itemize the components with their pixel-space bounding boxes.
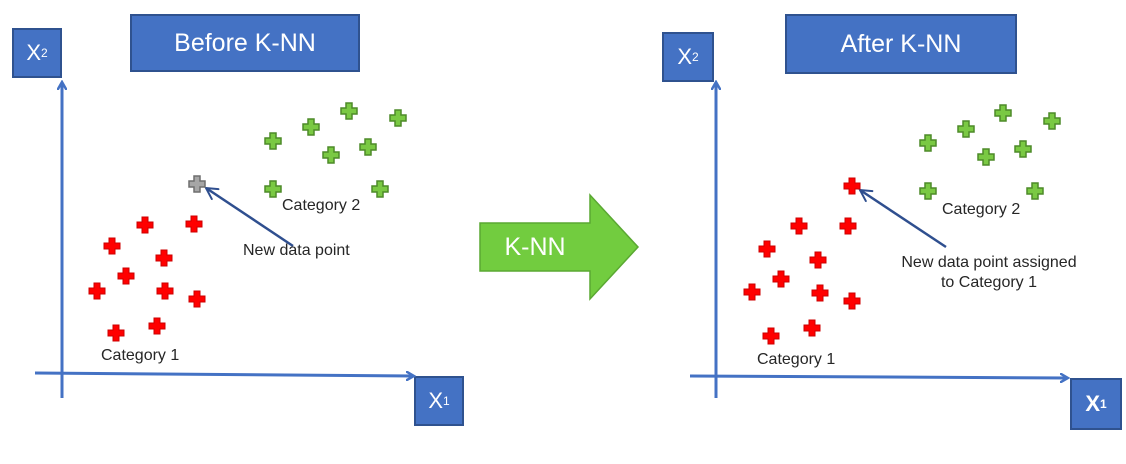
left-category1-point [155,249,173,267]
left-category2-point [389,109,407,127]
left-category2-label: Category 2 [282,197,361,214]
right-category2-points [919,104,1061,200]
left-category2-point [264,132,282,150]
before-knn-title: Before K-NN [130,14,360,72]
right-category2-point [957,120,975,138]
knn-arrow [479,193,640,301]
right-new-point-label-line1: New data point assigned [901,254,1077,271]
right-new-point-pointer [860,190,947,249]
right-category1-point [803,319,821,337]
left-category2-point [359,138,377,156]
right-category1-point [809,251,827,269]
left-category1-point [117,267,135,285]
right-category1-point [743,283,761,301]
right-category2-point [1014,140,1032,158]
left-x-axis-letter: X [428,388,443,413]
left-category1-point [136,216,154,234]
left-new-point-label: New data point [243,242,350,259]
left-category1-points [88,215,206,342]
right-category1-label: Category 1 [757,351,836,368]
left-new-data-point [188,175,206,193]
right-category1-point [839,217,857,235]
right-category1-points [743,177,861,345]
right-y-axis-letter: X [677,44,692,69]
right-new-point-label-line2: to Category 1 [940,274,1038,291]
right-category2-point [1026,182,1044,200]
left-category2-point [322,146,340,164]
right-category2-point [919,182,937,200]
left-category1-point [156,282,174,300]
left-category2-point [340,102,358,120]
left-category1-point [188,290,206,308]
right-category1-point [843,292,861,310]
left-category1-point [107,324,125,342]
right-x-axis-subscript: 1 [1100,397,1107,411]
right-category2-point [977,148,995,166]
right-category1-point [762,327,780,345]
left-x-axis-subscript: 1 [443,394,450,408]
left-category1-point [185,215,203,233]
left-category2-point [264,180,282,198]
right-category2-point [1043,112,1061,130]
right-category2-label: Category 2 [942,201,1021,218]
knn-arrow-label: K-NN [504,232,566,261]
left-category1-point [148,317,166,335]
left-y-axis-letter: X [26,40,41,65]
right-category2-point [994,104,1012,122]
right-category2-point [919,134,937,152]
left-category1-label: Category 1 [101,347,180,364]
left-category1-point [88,282,106,300]
right-x-axis [689,376,1068,378]
right-category1-point [790,217,808,235]
left-y-axis-subscript: 2 [41,46,48,60]
right-category1-point [758,240,776,258]
right-x-axis-letter: X [1085,391,1100,416]
before-knn-title-text: Before K-NN [174,28,316,57]
left-category2-points [264,102,407,198]
after-knn-title-text: After K-NN [840,29,962,58]
after-knn-title: After K-NN [785,14,1017,74]
right-y-axis-subscript: 2 [692,50,699,64]
right-category1-point [811,284,829,302]
right-new-data-point [843,177,861,195]
left-category1-point [103,237,121,255]
left-new-point-pointer [206,188,294,248]
left-x-axis [34,373,414,376]
left-category2-point [302,118,320,136]
right-category1-point [772,270,790,288]
right-new-point-label: New data point assigned to Category 1 [884,253,1094,293]
left-category2-point [371,180,389,198]
